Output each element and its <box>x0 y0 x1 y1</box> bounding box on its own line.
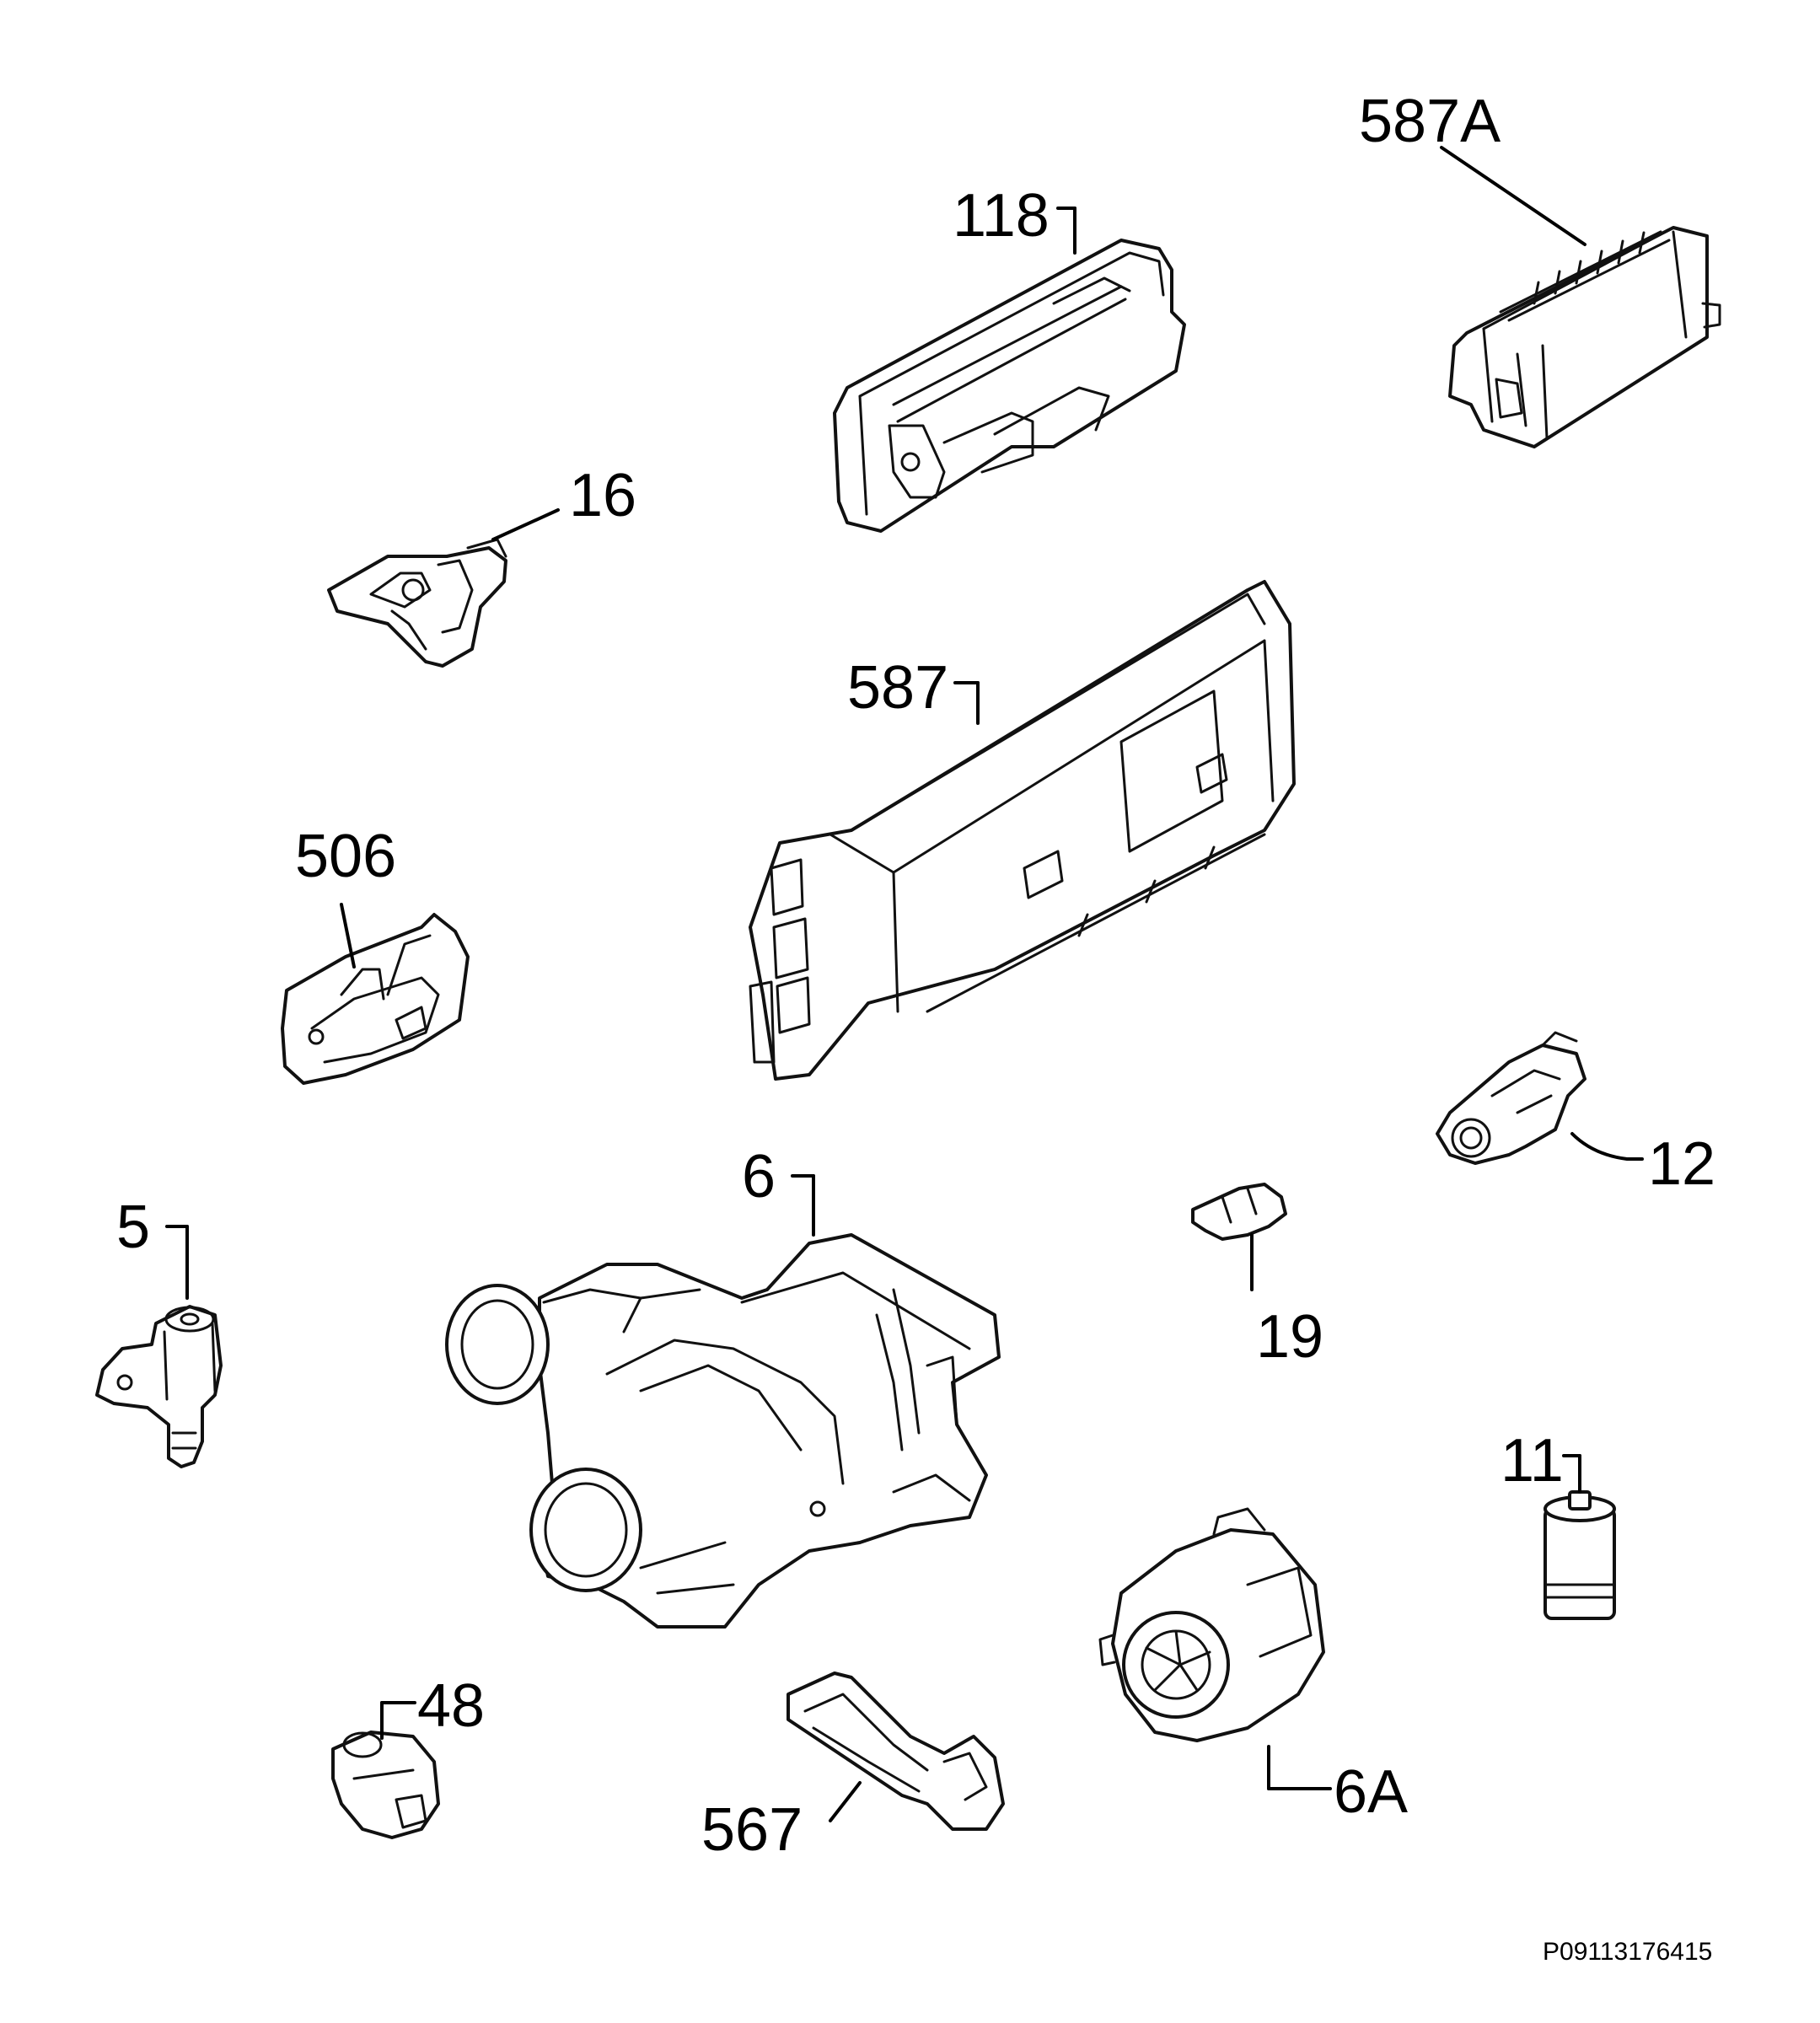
label-16: 16 <box>569 462 636 529</box>
label-506: 506 <box>295 823 396 890</box>
label-19: 19 <box>1256 1303 1323 1371</box>
part-118-dispenser <box>833 239 1186 533</box>
part-567-bracket <box>787 1672 1005 1831</box>
leader-567 <box>829 1781 862 1822</box>
part-12-sensor <box>1436 1031 1586 1165</box>
leader-16 <box>491 508 560 541</box>
part-11-capacitor <box>1544 1490 1616 1620</box>
part-587A-control-module <box>1448 226 1721 448</box>
label-6: 6 <box>742 1143 776 1210</box>
part-587-main-module <box>749 580 1296 1081</box>
label-587: 587 <box>847 654 948 722</box>
label-11: 11 <box>1501 1427 1564 1494</box>
label-567: 567 <box>701 1796 803 1864</box>
label-48: 48 <box>417 1672 485 1740</box>
part-19-connector <box>1191 1183 1287 1241</box>
leader-12 <box>1570 1132 1644 1161</box>
label-118: 118 <box>953 182 1050 250</box>
part-6A-drain-pump <box>1098 1507 1325 1742</box>
label-6A: 6A <box>1334 1758 1408 1826</box>
part-506-door-switch <box>281 913 470 1085</box>
part-16-door-lock <box>327 538 507 668</box>
part-5-inlet-valve <box>95 1305 223 1468</box>
leader-506 <box>340 903 356 969</box>
label-5: 5 <box>116 1194 150 1261</box>
drawing-code: P09113176415 <box>1543 1938 1712 1966</box>
label-587A: 587A <box>1359 88 1501 155</box>
part-6-circulation-pump <box>445 1233 1001 1629</box>
label-12: 12 <box>1648 1130 1715 1198</box>
leader-587A <box>1440 146 1586 246</box>
part-48-pressure-switch <box>331 1731 440 1839</box>
